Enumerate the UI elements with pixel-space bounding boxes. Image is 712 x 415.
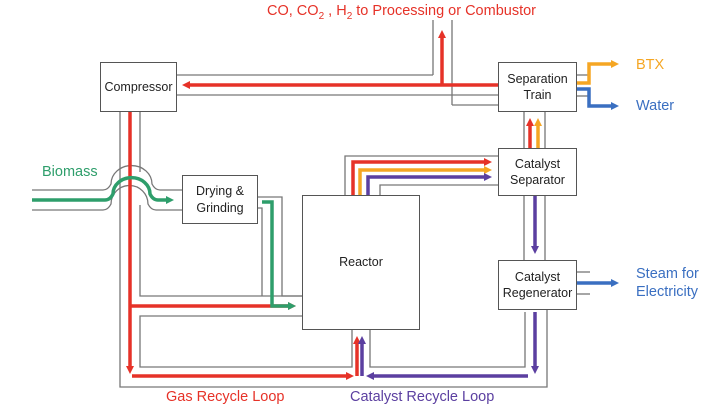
pipe-reactor-sep-top <box>344 155 498 195</box>
separation-train-unit: Separation Train <box>498 62 577 112</box>
catalyst-regenerator-unit: Catalyst Regenerator <box>498 260 577 310</box>
water-flows <box>577 87 619 287</box>
catalyst-recycle-loop-label: Catalyst Recycle Loop <box>350 389 495 405</box>
steam-label-line2: Electricity <box>636 284 699 300</box>
top-output-label: CO, CO2 , H2 to Processing or Combustor <box>267 3 536 22</box>
catalyst-separator-unit: Catalyst Separator <box>498 148 577 196</box>
gas-arrow-reactor-sep <box>351 158 492 195</box>
drying-grinding-unit: Drying & Grinding <box>182 175 258 224</box>
btx-arrow-out <box>577 60 619 85</box>
steam-label-line1: Steam for <box>636 266 699 282</box>
catalyst-flows <box>358 173 539 380</box>
top-output-suffix: to Processing or Combustor <box>352 3 536 19</box>
pipe-drying-reactor-outer <box>258 196 302 297</box>
pipe-inner-upper <box>139 205 302 297</box>
gas-flows <box>126 30 534 380</box>
pipe-reactor-sep-bottom <box>379 184 498 195</box>
pipe-drying-reactor-inner <box>258 207 263 296</box>
reactor-unit: Reactor <box>302 195 420 330</box>
water-label: Water <box>636 98 675 114</box>
pipe-outlines <box>32 20 590 388</box>
pipe-catalyst-inner <box>369 312 526 368</box>
top-output-sub1: 2 <box>318 10 325 22</box>
top-output-sub2: 2 <box>346 10 353 22</box>
gas-recycle-loop-label: Gas Recycle Loop <box>166 389 285 405</box>
biomass-arrow-to-reactor <box>262 200 296 310</box>
top-output-middle: , H <box>324 3 347 19</box>
biomass-arrow-in <box>32 175 174 204</box>
biomass-flows <box>32 175 296 310</box>
btx-label: BTX <box>636 57 665 73</box>
water-arrow-out <box>577 87 619 110</box>
btx-flows <box>358 60 619 195</box>
top-output-prefix: CO, CO <box>267 3 319 19</box>
compressor-unit: Compressor <box>100 62 177 112</box>
btx-arrow-reactor-sep <box>358 166 492 195</box>
biomass-label: Biomass <box>42 164 98 180</box>
pipe-inner-lower <box>139 315 353 368</box>
pipe-outer-loop <box>119 112 548 388</box>
catalyst-arrow-reactor-sep <box>366 173 492 195</box>
